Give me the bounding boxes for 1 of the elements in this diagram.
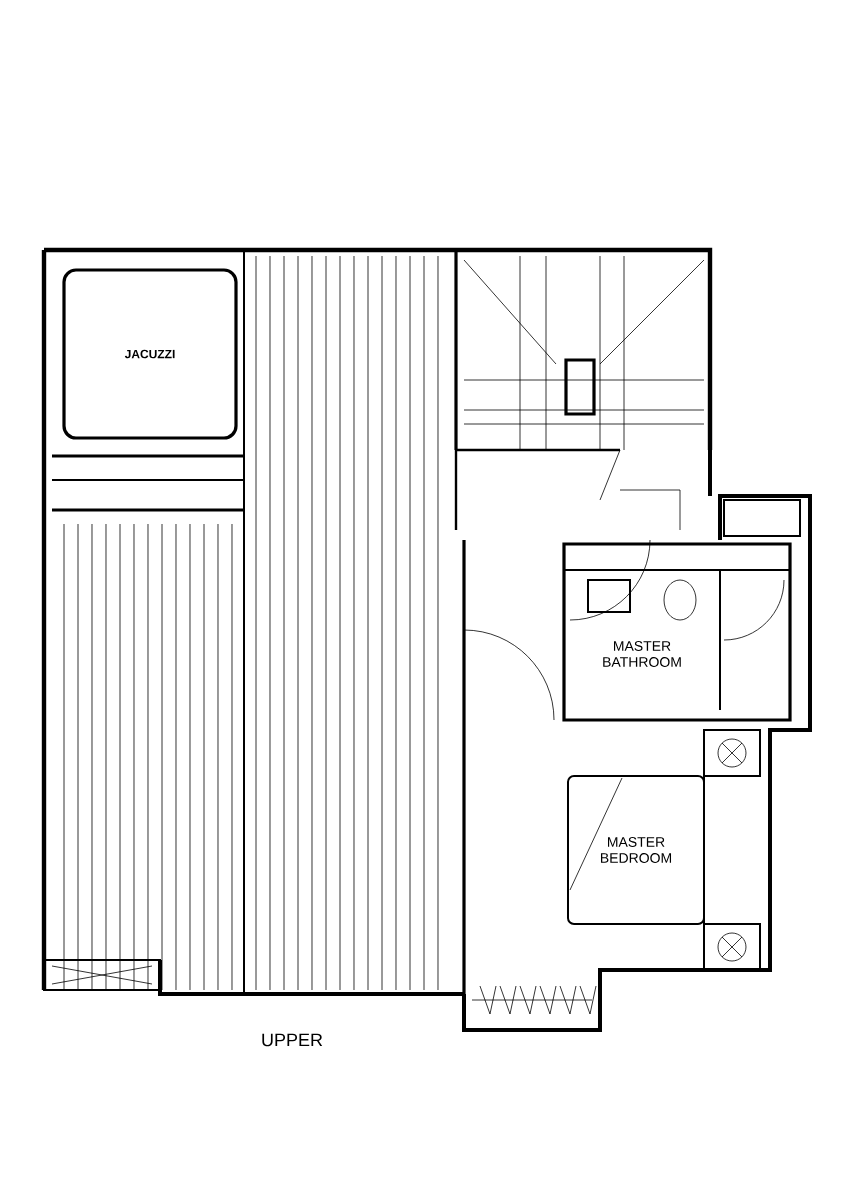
floor-label: UPPER: [262, 1033, 323, 1047]
